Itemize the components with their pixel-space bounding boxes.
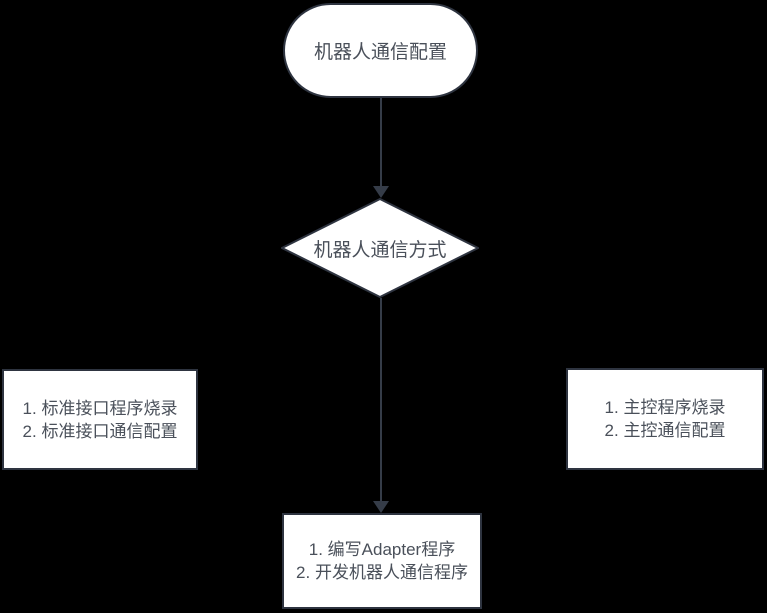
start-terminator-node: 机器人通信配置: [283, 3, 478, 98]
process-bottom-line-1: 1. 编写Adapter程序: [308, 540, 456, 559]
arrowhead-down-icon: [373, 186, 389, 198]
start-terminator-label: 机器人通信配置: [313, 42, 447, 63]
decision-diamond-label: 机器人通信方式: [313, 239, 447, 261]
edge-decision-to-bottom: [380, 298, 382, 503]
process-right-node: 1. 主控程序烧录 2. 主控通信配置: [566, 368, 764, 470]
process-right-line-1: 1. 主控程序烧录: [604, 398, 726, 417]
diamond-shape: [281, 198, 479, 298]
process-bottom-node: 1. 编写Adapter程序 2. 开发机器人通信程序: [282, 513, 482, 609]
edge-start-to-decision: [380, 98, 382, 188]
process-left-line-1: 1. 标准接口程序烧录: [22, 398, 178, 418]
process-left-line-2: 2. 标准接口通信配置: [22, 421, 178, 441]
arrowhead-down-icon: [373, 501, 389, 513]
process-left-node: 1. 标准接口程序烧录 2. 标准接口通信配置: [2, 369, 198, 470]
process-bottom-line-2: 2. 开发机器人通信程序: [296, 563, 468, 582]
process-right-line-2: 2. 主控通信配置: [604, 421, 726, 440]
decision-diamond-node: 机器人通信方式: [281, 198, 479, 298]
